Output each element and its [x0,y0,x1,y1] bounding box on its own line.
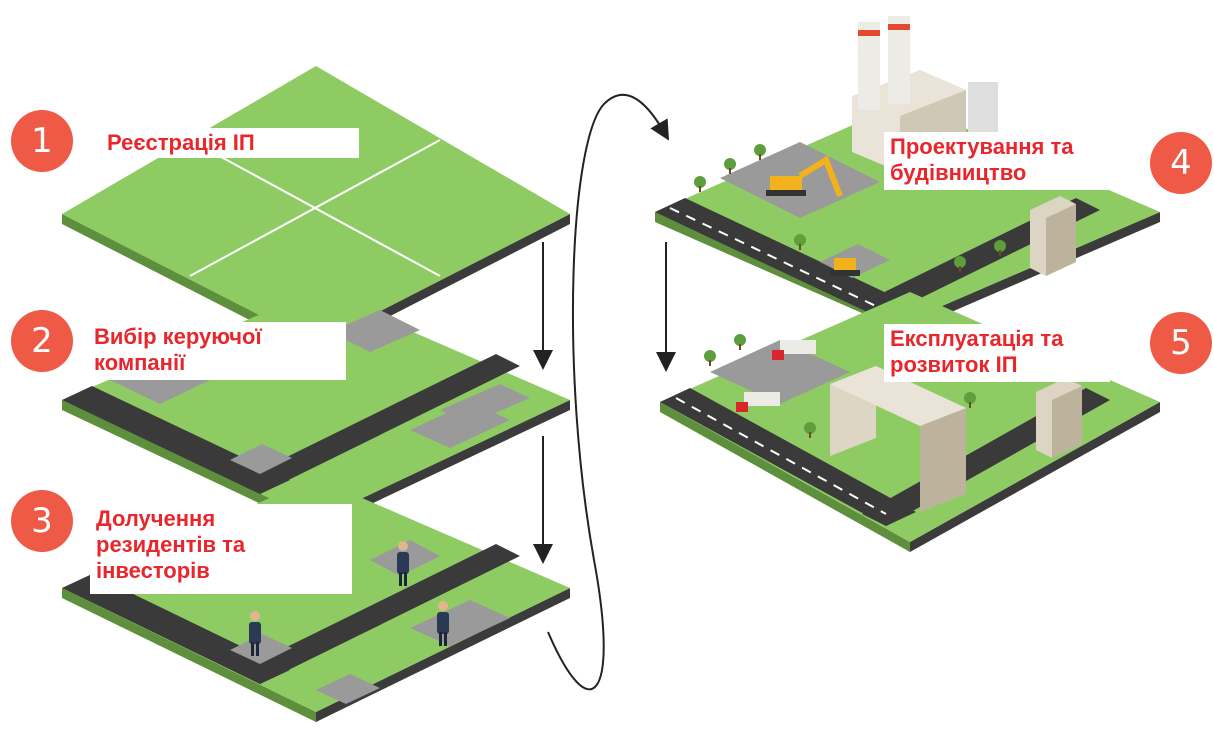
step-1-label: Реєстрація ІП [101,128,359,158]
step-3-badge: 3 [11,490,73,552]
tree [754,144,766,160]
step-5-label-line: розвиток ІП [890,352,1018,377]
step-3-label: Долучення резидентів та інвесторів [90,504,352,594]
bulldozer [830,258,860,276]
step-3-label-line: інвесторів [96,558,210,583]
step-4-label: Проектування та будівництво [884,132,1124,190]
curved-arrow-3-4 [547,93,670,691]
tree [724,158,736,174]
step-2-badge: 2 [11,310,73,372]
step-4-label-line: Проектування та [890,134,1074,159]
flow-arrows [533,93,676,691]
plate-4-construction [655,16,1160,332]
step-5-label: Експлуатація та розвиток ІП [884,324,1110,382]
plate-2-infrastructure [62,290,570,530]
step-3-label-line: Долучення [96,506,216,531]
step-4-label-line: будівництво [890,160,1027,185]
step-3-label-line: резидентів та [96,532,246,557]
tree [804,422,816,438]
tree [964,392,976,408]
tree [704,350,716,366]
step-2-label-line: Вибір керуючої [94,324,262,349]
person-figure [249,611,261,656]
person-figure [397,541,409,586]
excavator [766,155,843,198]
step-1-label-line: Реєстрація ІП [107,130,255,155]
step-4-badge: 4 [1150,132,1212,194]
office-building [1036,378,1082,458]
tree [794,234,806,250]
step-5-badge: 5 [1150,312,1212,374]
person-figure [437,601,449,646]
tree [954,256,966,272]
truck [736,392,780,412]
tree [694,176,706,192]
step-5-label-line: Експлуатація та [890,326,1064,351]
gate-building [830,366,966,512]
office-building [1030,196,1076,276]
truck [772,340,816,360]
step-2-label-line: компанії [94,350,186,375]
step-2-label: Вибір керуючої компанії [88,322,346,380]
tree [734,334,746,350]
step-1-badge: 1 [11,110,73,172]
tree [994,240,1006,256]
